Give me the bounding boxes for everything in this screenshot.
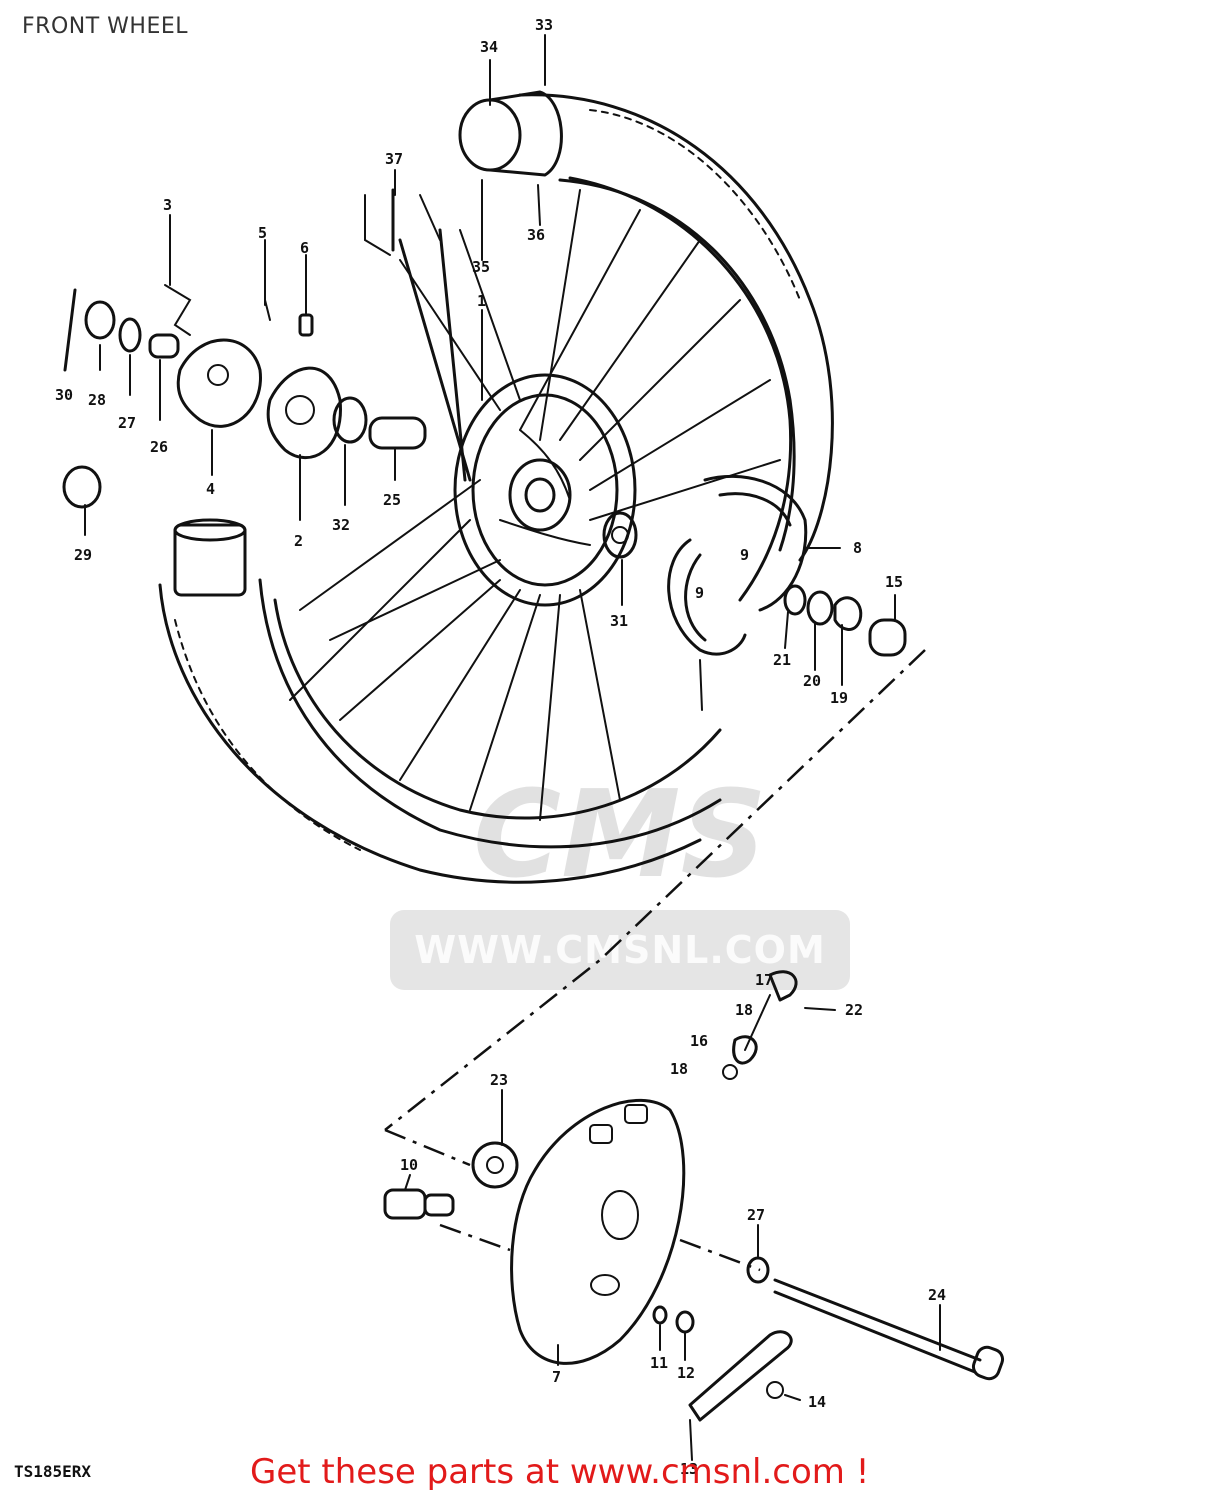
callout-label: 1 — [477, 292, 486, 310]
call-to-action-link[interactable]: Get these parts at www.cmsnl.com ! — [250, 1452, 870, 1492]
callout-label: 3 — [163, 196, 172, 214]
callout-label: 4 — [206, 480, 215, 498]
left-hub-parts — [62, 284, 427, 509]
callout-label: 8 — [853, 539, 862, 557]
callout-labels: 33 34 37 36 35 3 5 6 1 30 28 27 26 4 2 3… — [55, 16, 946, 1478]
callout-label: 27 — [118, 414, 136, 432]
tire — [158, 93, 834, 884]
brake-links — [722, 970, 836, 1080]
callout-label: 32 — [332, 516, 350, 534]
rim — [273, 176, 793, 820]
callout-label: 6 — [300, 239, 309, 257]
callout-label: 2 — [294, 532, 303, 550]
callout-label: 19 — [830, 689, 848, 707]
watermark-url: WWW.CMSNL.COM — [390, 910, 850, 990]
callout-label: 36 — [527, 226, 545, 244]
callout-label: 27 — [747, 1206, 765, 1224]
assembly-lines — [384, 649, 926, 1272]
callout-label: 34 — [480, 38, 498, 56]
callout-label: 7 — [552, 1368, 561, 1386]
tire-tube-parts — [173, 90, 563, 597]
callout-label: 24 — [928, 1286, 946, 1304]
callout-label: 5 — [258, 224, 267, 242]
callout-label: 18 — [670, 1060, 688, 1078]
callout-label: 26 — [150, 438, 168, 456]
callout-label: 18 — [735, 1001, 753, 1019]
callout-label: 33 — [535, 16, 553, 34]
right-bearing — [602, 511, 638, 559]
callout-label: 29 — [74, 546, 92, 564]
spokes — [289, 189, 781, 821]
callout-label: 14 — [808, 1393, 826, 1411]
callout-label: 16 — [690, 1032, 708, 1050]
callout-label: 20 — [803, 672, 821, 690]
callout-label: 10 — [400, 1156, 418, 1174]
callout-label: 17 — [755, 971, 773, 989]
hub — [453, 373, 637, 607]
callout-label: 30 — [55, 386, 73, 404]
model-code: TS185ERX — [14, 1462, 92, 1481]
callout-label: 13 — [680, 1460, 698, 1478]
brake-shoes — [667, 474, 808, 711]
callout-label: 12 — [677, 1364, 695, 1382]
callout-label: 28 — [88, 391, 106, 409]
right-spacers — [783, 584, 907, 657]
callout-label: 22 — [845, 1001, 863, 1019]
callout-label: 9 — [695, 584, 704, 602]
axle-parts — [383, 1188, 1005, 1422]
callout-label: 35 — [472, 258, 490, 276]
callout-label: 11 — [650, 1354, 668, 1372]
page-title: FRONT WHEEL — [22, 14, 188, 39]
callout-label: 23 — [490, 1071, 508, 1089]
callout-label: 21 — [773, 651, 791, 669]
callout-label: 15 — [885, 573, 903, 591]
callout-label: 31 — [610, 612, 628, 630]
callout-label: 37 — [385, 150, 403, 168]
callout-label: 9 — [740, 546, 749, 564]
callout-leaders — [84, 34, 941, 1461]
brake-panel — [471, 1098, 686, 1365]
callout-label: 25 — [383, 491, 401, 509]
